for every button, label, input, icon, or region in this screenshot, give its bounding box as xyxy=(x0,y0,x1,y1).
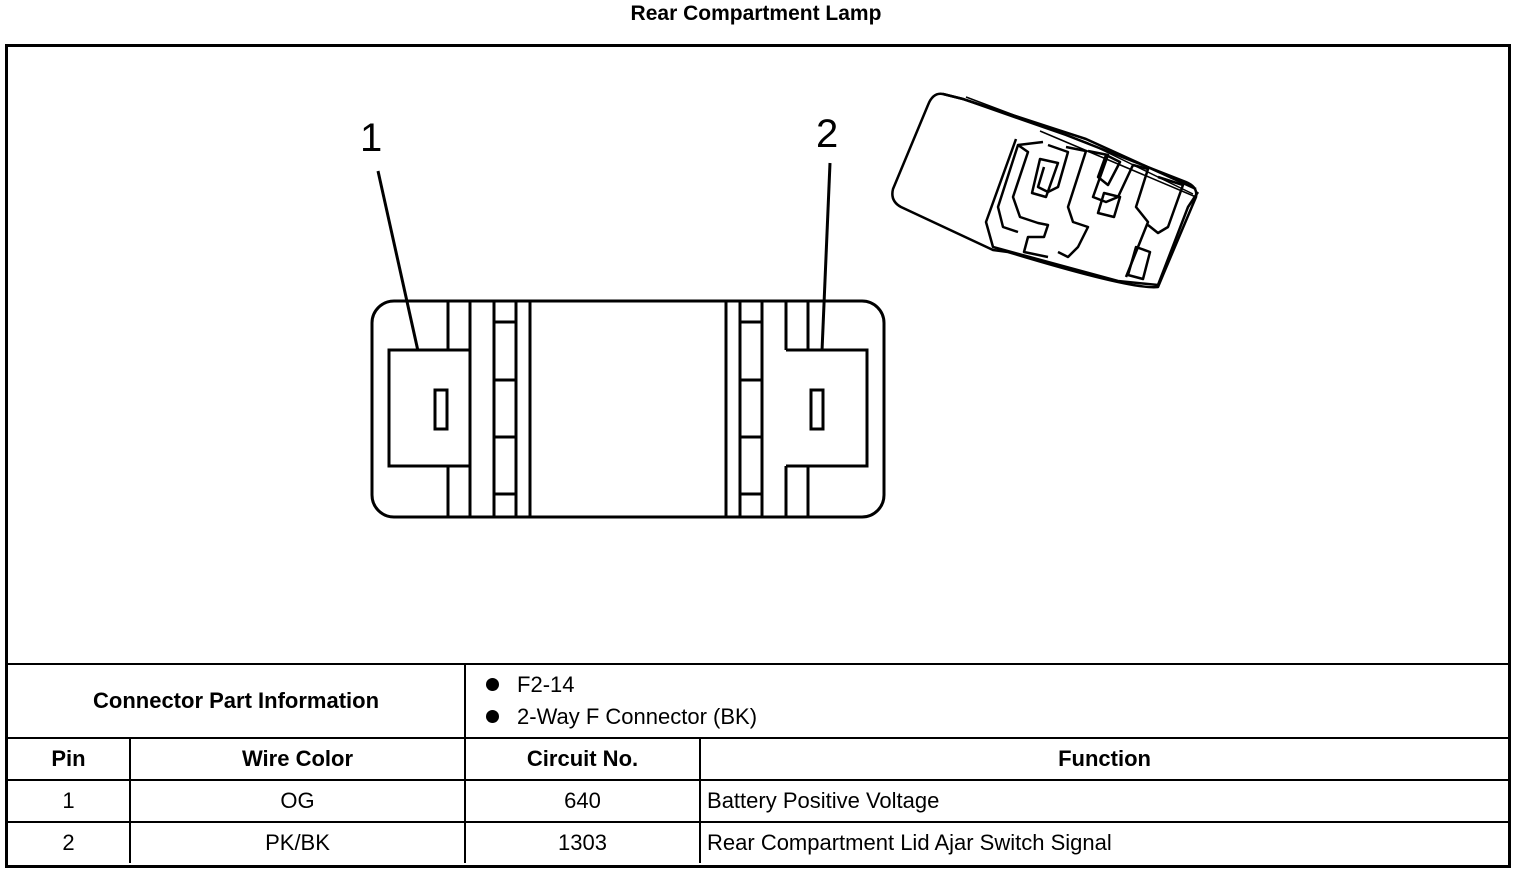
pin-2-slot xyxy=(809,388,825,431)
cell-pin: 1 xyxy=(8,779,131,823)
cell-wire-color: PK/BK xyxy=(128,821,467,863)
cell-wire-color: OG xyxy=(128,779,467,823)
connector-part-info-list: F2-14 2-Way F Connector (BK) xyxy=(464,663,1509,739)
list-item: 2-Way F Connector (BK) xyxy=(486,701,1502,733)
connector-info-table: Connector Part Information F2-14 2-Way F… xyxy=(8,663,1509,863)
table-header-row: Pin Wire Color Circuit No. Function xyxy=(8,737,1509,781)
cell-function: Rear Compartment Lid Ajar Switch Signal xyxy=(699,821,1509,863)
bullet-icon xyxy=(486,677,500,691)
diagram-frame: 1 2 xyxy=(5,44,1511,868)
connector-part-info-label: Connector Part Information xyxy=(8,663,467,739)
header-function: Function xyxy=(699,737,1509,781)
bullet-icon xyxy=(486,709,500,723)
table-row: 1 OG 640 Battery Positive Voltage xyxy=(8,779,1509,823)
table-row: 2 PK/BK 1303 Rear Compartment Lid Ajar S… xyxy=(8,821,1509,863)
cell-pin: 2 xyxy=(8,821,131,863)
connector-part-info-row: Connector Part Information F2-14 2-Way F… xyxy=(8,663,1509,739)
cell-circuit: 640 xyxy=(464,779,702,823)
diagram-title: Rear Compartment Lamp xyxy=(630,2,882,25)
header-pin: Pin xyxy=(8,737,131,781)
callout-pin-1: 1 xyxy=(360,116,382,160)
pin-1-slot xyxy=(433,388,449,431)
cell-circuit: 1303 xyxy=(464,821,702,863)
header-wire-color: Wire Color xyxy=(128,737,467,781)
header-circuit: Circuit No. xyxy=(464,737,702,781)
connector-diagram: 1 2 xyxy=(8,47,1508,663)
callout-leaders xyxy=(376,162,832,352)
connector-face-view xyxy=(370,299,886,519)
cell-function: Battery Positive Voltage xyxy=(699,779,1509,823)
list-item: F2-14 xyxy=(486,669,1502,701)
callout-pin-2: 2 xyxy=(816,112,838,156)
connector-isometric-illustration xyxy=(891,92,1200,289)
